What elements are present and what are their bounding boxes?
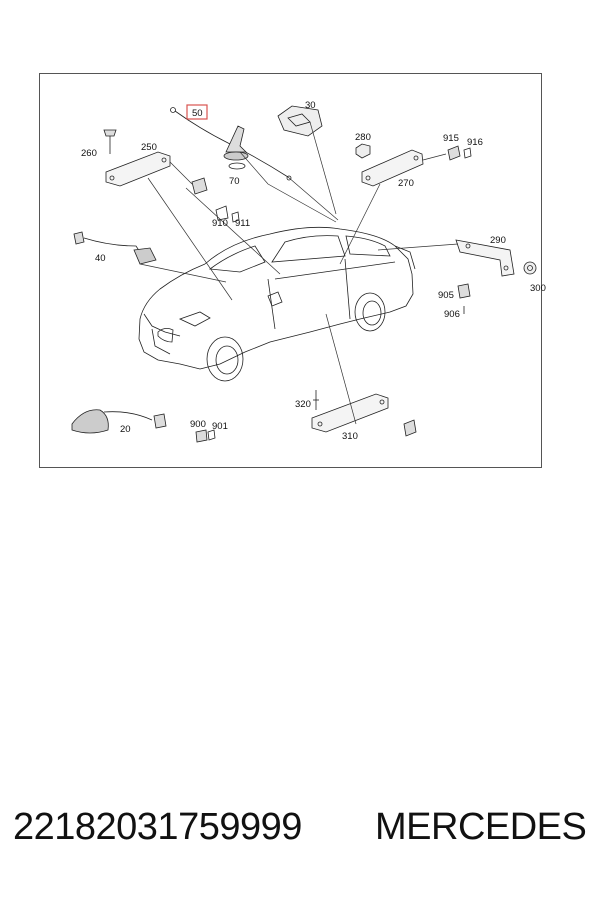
parts-diagram-frame: 50 30 280 915 916 260 250 70 270 910 911…	[39, 73, 546, 468]
callout-40: 40	[95, 253, 106, 264]
part-320-stud	[313, 390, 319, 410]
callout-905: 905	[438, 290, 454, 301]
callout-290: 290	[490, 235, 506, 246]
callout-280: 280	[355, 132, 371, 143]
callout-250: 250	[141, 142, 157, 153]
callout-70: 70	[229, 176, 240, 187]
callout-900: 900	[190, 419, 206, 430]
callout-labels: 50 30 280 915 916 260 250 70 270 910 911…	[81, 100, 546, 442]
brand-name: MERCEDES	[375, 806, 587, 848]
callout-910: 910	[212, 218, 228, 229]
part-280-nut	[355, 143, 371, 159]
footer: 22182031759999 MERCEDES	[0, 806, 600, 862]
callout-50: 50	[192, 108, 203, 119]
callout-300: 300	[530, 283, 546, 294]
callout-20: 20	[120, 424, 131, 435]
part-70-roof-antenna	[223, 125, 249, 170]
part-260-screw	[103, 129, 117, 154]
callout-901: 901	[212, 421, 228, 432]
callout-270: 270	[398, 178, 414, 189]
leader-lines	[139, 121, 459, 425]
callout-916: 916	[467, 137, 483, 148]
part-20-antenna-module	[71, 409, 167, 434]
part-310-bracket	[311, 393, 417, 437]
part-900-connector	[195, 429, 216, 443]
part-number: 22182031759999	[13, 806, 302, 848]
part-40-cable	[73, 231, 157, 265]
part-290-bracket	[455, 239, 515, 277]
car-illustration	[138, 226, 416, 382]
parts-diagram: 50 30 280 915 916 260 250 70 270 910 911…	[71, 100, 546, 443]
callout-30: 30	[305, 100, 316, 111]
callout-915: 915	[443, 133, 459, 144]
part-30-module	[277, 105, 323, 137]
callout-310: 310	[342, 431, 358, 442]
highlight-box-50	[186, 104, 208, 120]
callout-320: 320	[295, 399, 311, 410]
part-270-bracket	[361, 149, 424, 187]
part-915-connector	[447, 145, 472, 161]
part-905-connector	[457, 283, 471, 314]
part-250-bracket	[105, 151, 171, 187]
callout-260: 260	[81, 148, 97, 159]
callout-911: 911	[235, 218, 250, 229]
callout-906: 906	[444, 309, 460, 320]
part-300-nut	[523, 261, 537, 275]
